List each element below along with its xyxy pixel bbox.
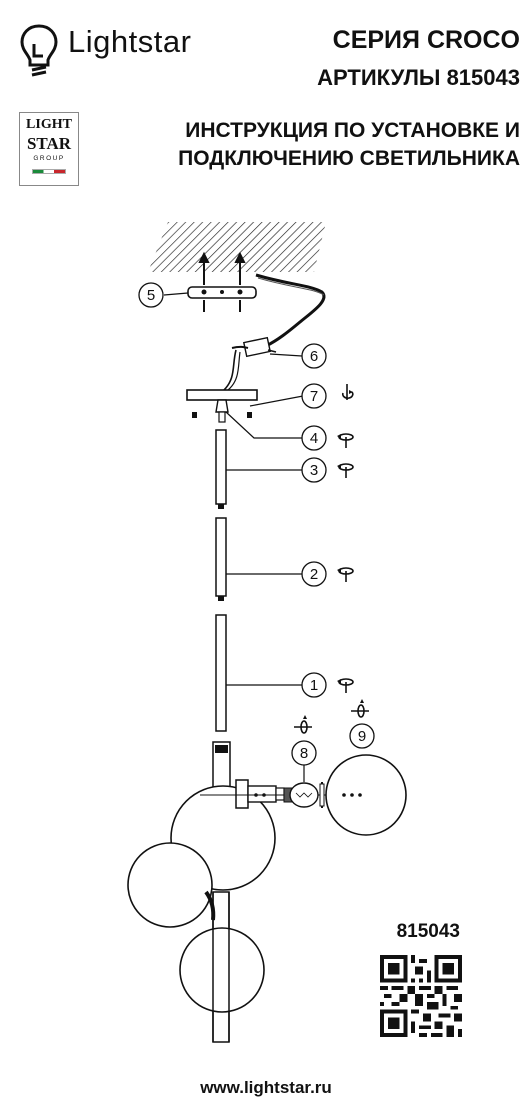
glass-globe-left: [127, 842, 213, 928]
logo-line-light: LIGHT: [26, 117, 72, 132]
callout-8: 8: [300, 745, 308, 762]
brand-name: Lightstar: [68, 24, 192, 59]
instruction-title-line2: ПОДКЛЮЧЕНИЮ СВЕТИЛЬНИКА: [178, 147, 520, 170]
italian-flag-stripe: [32, 169, 66, 174]
canopy-nut: [215, 399, 229, 413]
lightstar-group-logo: LIGHT STAR GROUP: [19, 112, 79, 186]
website-url[interactable]: www.lightstar.ru: [200, 1078, 332, 1097]
logo-line-star: STAR: [26, 134, 72, 153]
rotate-left-icon: [342, 384, 354, 400]
canopy-wires: [223, 349, 237, 391]
assembly-diagram: 5 6 7 4 3 2 1 8 9: [127, 222, 407, 1043]
logo-line-group: GROUP: [33, 155, 65, 162]
terminal-block: [231, 336, 277, 358]
supply-cable: [255, 273, 326, 348]
qr-code: [380, 955, 462, 1037]
rotate-left-icon: [294, 715, 312, 734]
rotate-right-icon: [337, 433, 354, 448]
product-code: 815043: [396, 921, 460, 942]
ceiling-hatch: [148, 222, 326, 272]
instruction-title-line1: ИНСТРУКЦИЯ ПО УСТАНОВКЕ И: [185, 119, 520, 142]
rotate-left-icon: [351, 699, 369, 718]
callout-7: 7: [310, 388, 318, 405]
callout-9: 9: [358, 728, 366, 745]
article-number: АРТИКУЛЫ 815043: [317, 65, 520, 90]
callout-4: 4: [310, 430, 318, 447]
callout-2: 2: [310, 566, 318, 583]
rod-2: [215, 517, 227, 597]
rotate-right-icon: [337, 678, 354, 693]
rotate-right-icon: [337, 567, 354, 582]
callout-6: 6: [310, 348, 318, 365]
glass-shade-detached: [325, 754, 407, 836]
callout-1: 1: [310, 677, 318, 694]
rod-3: [215, 429, 227, 505]
ceiling-screws: [198, 251, 246, 312]
series-title: СЕРИЯ CROCO: [332, 26, 520, 54]
rotate-right-icon: [337, 463, 354, 478]
light-bulb: [283, 782, 319, 808]
callout-5: 5: [147, 287, 155, 304]
bulb-logo-icon: [20, 24, 58, 77]
lamp-holder: [235, 779, 285, 809]
rod-1: [215, 614, 227, 732]
canopy: [186, 389, 258, 401]
callout-3: 3: [310, 462, 318, 479]
